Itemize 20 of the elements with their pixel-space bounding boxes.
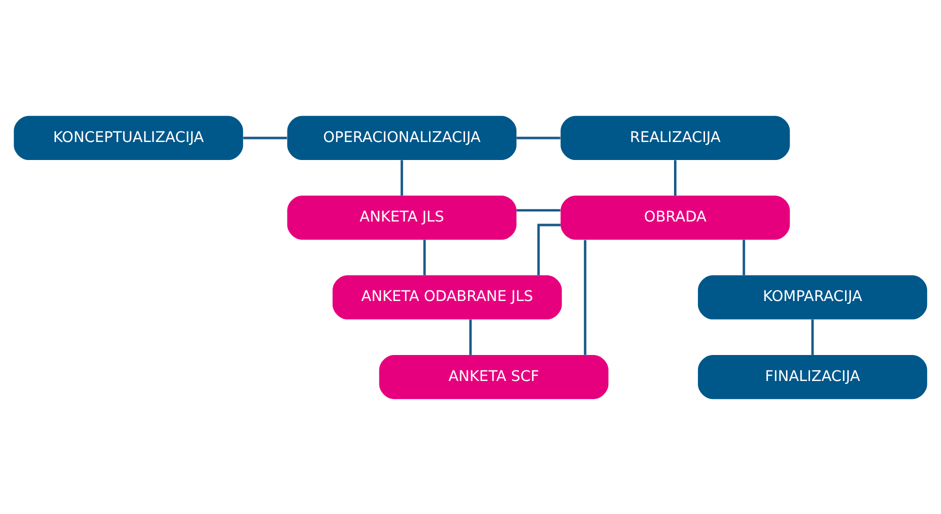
connector — [516, 136, 560, 139]
connector — [584, 240, 586, 354]
connector — [537, 223, 560, 275]
connector — [400, 160, 404, 196]
connector — [469, 319, 472, 354]
connector — [423, 239, 426, 275]
connector — [742, 239, 746, 275]
connector — [243, 136, 287, 139]
node-box: FINALIZACIJA — [698, 354, 928, 399]
node-box: KONCEPTUALIZACIJA — [14, 115, 244, 160]
node-box: ANKETA JLS — [287, 195, 516, 240]
node-box: OPERACIONALIZACIJA — [287, 115, 516, 160]
connector — [516, 208, 560, 212]
node-box: ANKETA SCF — [379, 354, 608, 399]
node-box: OBRADA — [560, 195, 790, 240]
node-box: KOMPARACIJA — [698, 274, 928, 319]
connector — [811, 319, 814, 354]
node-box: ANKETA ODABRANE JLS — [332, 274, 562, 319]
node-box: REALIZACIJA — [560, 115, 790, 160]
connector — [674, 160, 676, 196]
